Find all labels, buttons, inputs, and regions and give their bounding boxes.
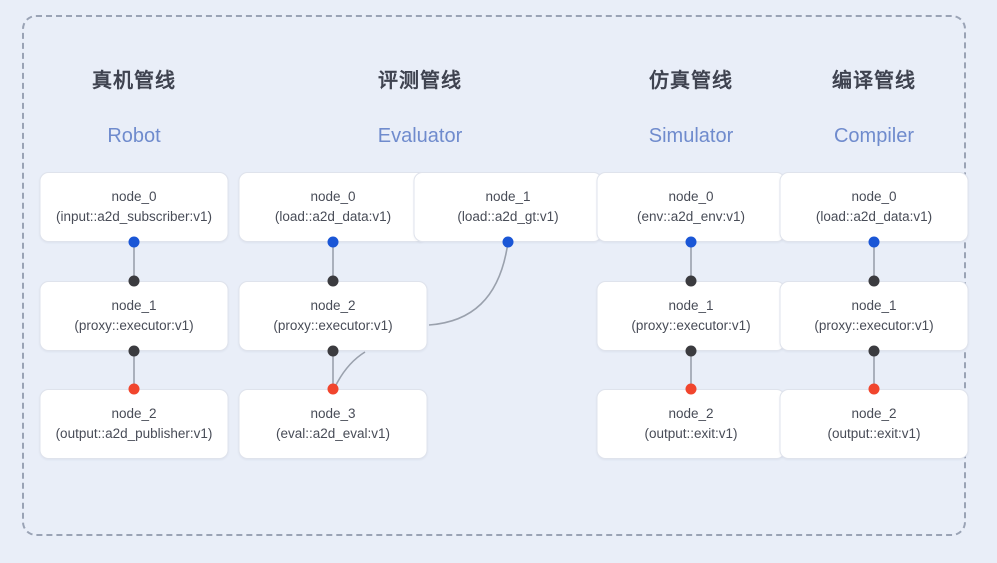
pipeline-group-border <box>22 15 966 536</box>
node-kind: (load::a2d_gt:v1) <box>457 209 559 224</box>
column-title-robot: 真机管线 <box>92 70 176 92</box>
port-input-robot-node-1[interactable] <box>128 275 140 287</box>
node-compiler-0[interactable]: node_0 (load::a2d_data:v1) <box>779 172 969 242</box>
node-kind: (output::a2d_publisher:v1) <box>55 426 213 441</box>
node-simulator-0[interactable]: node_0 (env::a2d_env:v1) <box>596 172 786 242</box>
node-kind: (load::a2d_data:v1) <box>274 209 392 224</box>
node-name: node_2 <box>851 406 897 421</box>
node-kind: (env::a2d_env:v1) <box>636 209 746 224</box>
node-kind: (proxy::executor:v1) <box>74 318 194 333</box>
port-output-simulator-node-1[interactable] <box>685 345 697 357</box>
port-input-evaluator-node-3[interactable] <box>327 383 339 395</box>
port-output-robot-node-1[interactable] <box>128 345 140 357</box>
node-evaluator-2[interactable]: node_2 (proxy::executor:v1) <box>238 281 428 351</box>
port-input-compiler-node-1[interactable] <box>868 275 880 287</box>
column-title-simulator: 仿真管线 <box>649 70 733 92</box>
node-evaluator-1[interactable]: node_1 (load::a2d_gt:v1) <box>413 172 603 242</box>
node-name: node_1 <box>485 189 531 204</box>
port-output-robot-node-0[interactable] <box>128 236 140 248</box>
node-simulator-2[interactable]: node_2 (output::exit:v1) <box>596 389 786 459</box>
node-name: node_2 <box>111 406 157 421</box>
port-output-evaluator-node-0[interactable] <box>327 236 339 248</box>
node-evaluator-0[interactable]: node_0 (load::a2d_data:v1) <box>238 172 428 242</box>
column-title-evaluator: 评测管线 <box>378 70 462 92</box>
node-kind: (proxy::executor:v1) <box>814 318 934 333</box>
port-input-simulator-node-2[interactable] <box>685 383 697 395</box>
node-compiler-2[interactable]: node_2 (output::exit:v1) <box>779 389 969 459</box>
node-name: node_1 <box>111 298 157 313</box>
column-title-compiler: 编译管线 <box>832 70 916 92</box>
node-robot-1[interactable]: node_1 (proxy::executor:v1) <box>39 281 229 351</box>
node-kind: (proxy::executor:v1) <box>631 318 751 333</box>
node-kind: (proxy::executor:v1) <box>273 318 393 333</box>
port-input-simulator-node-1[interactable] <box>685 275 697 287</box>
node-kind: (output::exit:v1) <box>644 426 738 441</box>
node-kind: (output::exit:v1) <box>827 426 921 441</box>
port-input-robot-node-2[interactable] <box>128 383 140 395</box>
node-kind: (eval::a2d_eval:v1) <box>275 426 391 441</box>
column-subtitle-evaluator: Evaluator <box>377 125 463 147</box>
column-subtitle-robot: Robot <box>107 125 161 147</box>
node-simulator-1[interactable]: node_1 (proxy::executor:v1) <box>596 281 786 351</box>
port-output-compiler-node-0[interactable] <box>868 236 880 248</box>
node-name: node_0 <box>111 189 157 204</box>
node-kind: (load::a2d_data:v1) <box>815 209 933 224</box>
node-name: node_1 <box>851 298 897 313</box>
port-output-evaluator-node-2[interactable] <box>327 345 339 357</box>
node-name: node_0 <box>668 189 714 204</box>
port-output-compiler-node-1[interactable] <box>868 345 880 357</box>
node-name: node_2 <box>668 406 714 421</box>
node-robot-0[interactable]: node_0 (input::a2d_subscriber:v1) <box>39 172 229 242</box>
node-name: node_0 <box>851 189 897 204</box>
node-name: node_0 <box>310 189 356 204</box>
node-evaluator-3[interactable]: node_3 (eval::a2d_eval:v1) <box>238 389 428 459</box>
column-subtitle-simulator: Simulator <box>648 125 734 147</box>
node-name: node_2 <box>310 298 356 313</box>
port-input-compiler-node-2[interactable] <box>868 383 880 395</box>
port-input-evaluator-node-2[interactable] <box>327 275 339 287</box>
node-name: node_1 <box>668 298 714 313</box>
port-output-evaluator-node-1[interactable] <box>502 236 514 248</box>
column-subtitle-compiler: Compiler <box>833 125 915 147</box>
node-kind: (input::a2d_subscriber:v1) <box>55 209 213 224</box>
node-robot-2[interactable]: node_2 (output::a2d_publisher:v1) <box>39 389 229 459</box>
port-output-simulator-node-0[interactable] <box>685 236 697 248</box>
node-compiler-1[interactable]: node_1 (proxy::executor:v1) <box>779 281 969 351</box>
node-name: node_3 <box>310 406 356 421</box>
